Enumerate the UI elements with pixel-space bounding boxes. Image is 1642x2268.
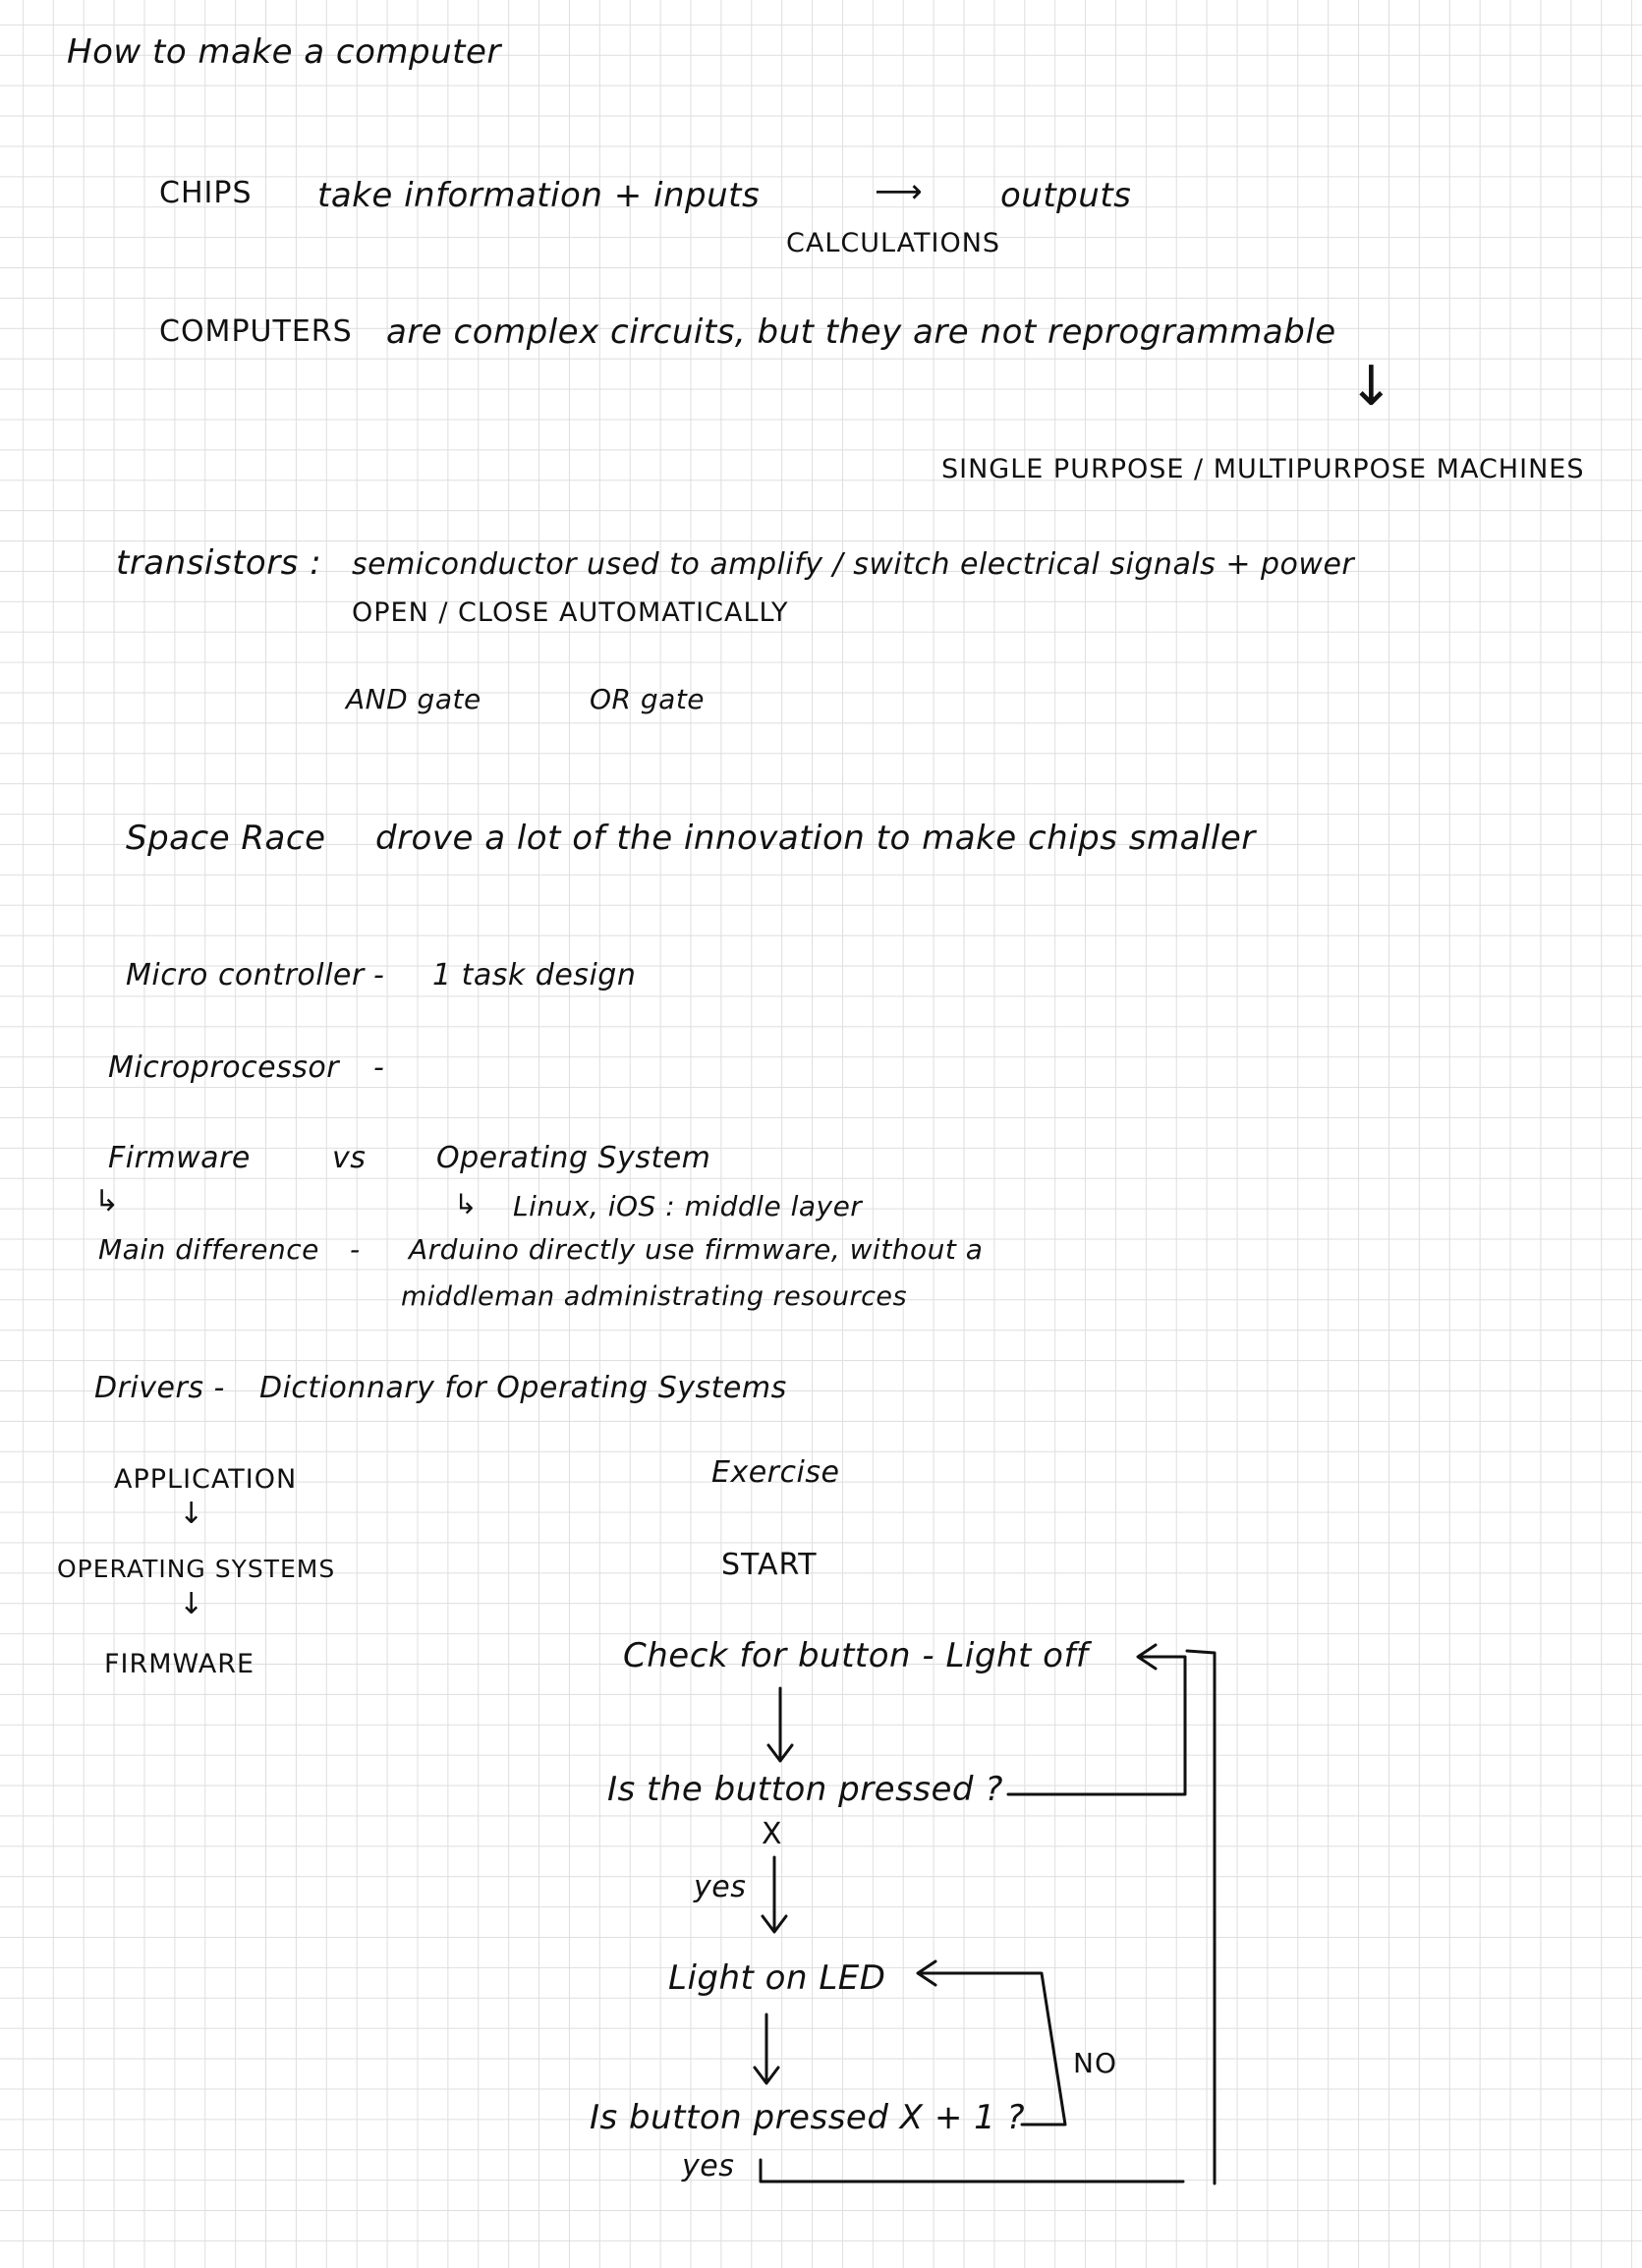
space-race-text: drove a lot of the innovation to make ch… xyxy=(375,819,1256,858)
transistors-sub: OPEN / CLOSE AUTOMATICALLY xyxy=(352,597,789,628)
transistors-text: semiconductor used to amplify / switch e… xyxy=(352,547,1355,582)
right-arrow-icon: ⟶ xyxy=(875,172,923,211)
loop-line-decision-1 xyxy=(1006,1655,1187,1796)
flow-step-check: Check for button - Light off xyxy=(623,1636,1089,1675)
firmware-term: Firmware xyxy=(108,1141,251,1175)
arrow-head xyxy=(761,1914,788,1934)
down-arrow-icon: ↓ xyxy=(179,1587,204,1621)
loop-line-yes xyxy=(759,2158,1185,2183)
microprocessor-term: Microprocessor xyxy=(108,1050,340,1085)
hook-arrow-icon: ↳ xyxy=(94,1184,120,1219)
chips-term: CHIPS xyxy=(159,176,253,210)
drivers-text: Dictionnary for Operating Systems xyxy=(259,1371,787,1405)
flow-x-mark: X xyxy=(762,1817,783,1851)
loop-line-outer xyxy=(1185,1649,1217,2185)
firmware-vs: vs xyxy=(332,1141,367,1175)
flow-yes-2: yes xyxy=(682,2149,735,2183)
stack-operating-systems: OPERATING SYSTEMS xyxy=(57,1555,336,1583)
chips-text: take information + inputs xyxy=(317,176,761,215)
down-arrow-icon: ↓ xyxy=(179,1497,204,1531)
operating-system-term: Operating System xyxy=(436,1141,711,1175)
drivers-term: Drivers - xyxy=(94,1371,225,1405)
hook-arrow-icon: ↳ xyxy=(454,1188,478,1220)
exercise-title: Exercise xyxy=(711,1455,840,1490)
arrow-head xyxy=(766,1743,794,1763)
and-gate-label: AND gate xyxy=(346,683,481,715)
computers-sub: SINGLE PURPOSE / MULTIPURPOSE MACHINES xyxy=(941,454,1585,484)
loop-line-no xyxy=(918,1971,1067,2126)
arrow-head xyxy=(1136,1643,1158,1671)
microcontroller-text: 1 task design xyxy=(432,958,637,992)
flow-decision-1: Is the button pressed ? xyxy=(607,1770,1003,1809)
flow-no-label: NO xyxy=(1073,2047,1117,2079)
space-race-term: Space Race xyxy=(126,819,326,858)
stack-firmware: FIRMWARE xyxy=(104,1649,255,1679)
os-detail: Linux, iOS : middle layer xyxy=(513,1190,863,1222)
computers-term: COMPUTERS xyxy=(159,314,353,349)
flow-step-light: Light on LED xyxy=(668,1958,886,1998)
computers-text: are complex circuits, but they are not r… xyxy=(386,312,1336,352)
chips-sub: CALCULATIONS xyxy=(786,228,1001,258)
flow-decision-2: Is button pressed X + 1 ? xyxy=(590,2098,1026,2137)
flow-start: START xyxy=(721,1548,818,1582)
main-difference-dash: - xyxy=(350,1233,361,1266)
stack-application: APPLICATION xyxy=(114,1464,298,1495)
page-title: How to make a computer xyxy=(67,32,501,72)
chips-result: outputs xyxy=(1000,176,1132,215)
down-arrow-icon: ↓ xyxy=(1348,355,1394,419)
transistors-term: transistors : xyxy=(116,543,322,583)
arrow-head xyxy=(753,2066,780,2085)
main-difference-line1: Arduino directly use firmware, without a xyxy=(409,1233,984,1266)
microcontroller-dash: - xyxy=(373,958,385,992)
or-gate-label: OR gate xyxy=(590,683,706,715)
microcontroller-term: Micro controller xyxy=(126,958,365,992)
main-difference-label: Main difference xyxy=(98,1233,319,1266)
main-difference-line2: middleman administrating resources xyxy=(401,1281,908,1312)
flow-yes-1: yes xyxy=(694,1870,747,1904)
arrow-head xyxy=(916,1959,937,1987)
microprocessor-dash: - xyxy=(373,1050,385,1085)
